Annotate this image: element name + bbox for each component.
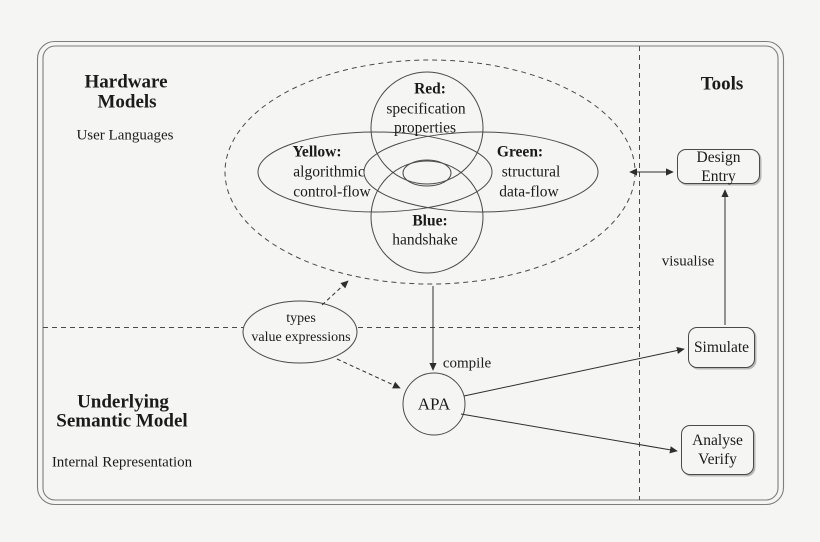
semantic-model-title-line1: Underlying (77, 391, 169, 413)
venn-green-line1: structural (501, 163, 561, 181)
diagram-frame-inner (42, 45, 779, 501)
venn-green-ellipse (363, 131, 599, 213)
venn-red-title: Red: (414, 80, 446, 98)
venn-green-line2: data-flow (499, 183, 559, 201)
semantic-model-title-line2: Semantic Model (56, 410, 188, 432)
venn-blue-line1: handshake (392, 231, 458, 249)
venn-yellow-line2: control-flow (293, 183, 371, 201)
venn-blue-title: Blue: (412, 212, 448, 230)
venn-core-overlap-ellipse (402, 159, 452, 187)
internal-representation-label: Internal Representation (51, 454, 193, 471)
venn-red-line1: specification (386, 100, 466, 118)
analyse-verify-label-line2: Verify (698, 451, 737, 468)
venn-yellow-line1: algorithmic (293, 163, 365, 181)
analyse-verify-box: Analyse Verify (681, 425, 754, 475)
arrow-types-venn-dashed (321, 280, 349, 306)
apa-label: APA (417, 394, 451, 414)
venn-red-line2: properties (394, 119, 456, 137)
types-label-line1: types (286, 311, 316, 326)
apa-circle (402, 372, 466, 436)
venn-red-circle (370, 71, 484, 185)
compile-edge-label: compile (442, 355, 492, 372)
types-ellipse (242, 300, 358, 364)
simulate-label: Simulate (693, 339, 750, 356)
venn-yellow-ellipse (257, 131, 493, 213)
design-entry-label: Design Entry (696, 148, 741, 185)
venn-green-title: Green: (496, 143, 544, 161)
arrow-apa-simulate (463, 346, 685, 397)
arrow-apa-analyse-verify (460, 413, 678, 454)
venn-yellow-title: Yellow: (292, 143, 342, 161)
user-languages-label: User Languages (76, 127, 174, 144)
hardware-models-title-line1: Hardware (84, 71, 168, 93)
design-entry-box: Design Entry (677, 148, 760, 185)
types-label-line2: value expressions (251, 330, 351, 345)
diagram-frame-outer (36, 40, 785, 506)
tools-title: Tools (700, 73, 744, 95)
simulate-box: Simulate (688, 327, 755, 368)
hardware-models-title-line2: Models (97, 91, 157, 113)
visualise-edge-label: visualise (661, 253, 715, 270)
venn-blue-circle (370, 160, 484, 274)
arrow-types-apa-dashed (336, 358, 401, 389)
analyse-verify-label-line1: Analyse (692, 432, 743, 449)
